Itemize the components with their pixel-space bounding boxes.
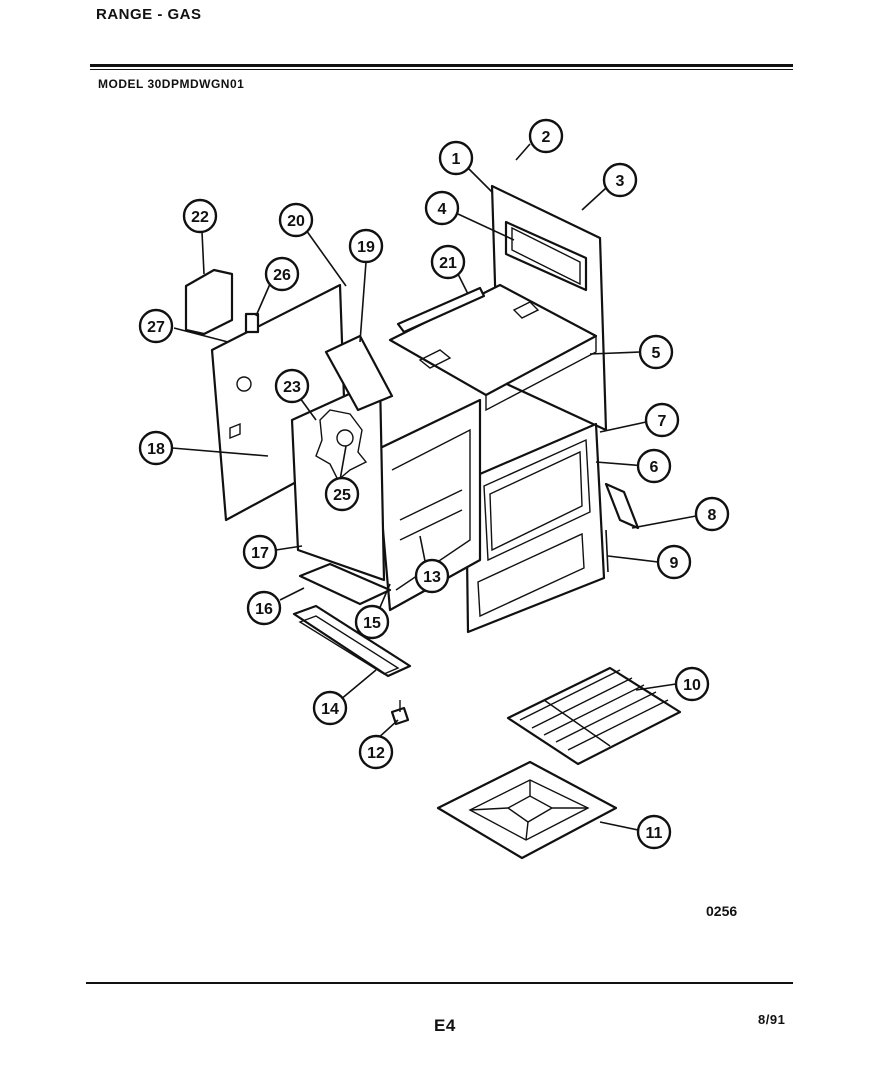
callout-label-22: 22 [191, 209, 209, 226]
callout-15: 15 [354, 604, 390, 640]
callout-label-25: 25 [333, 487, 351, 504]
callout-label-13: 13 [423, 569, 441, 586]
mounting-strip [396, 286, 486, 334]
callout-label-27: 27 [147, 319, 165, 336]
callout-25: 25 [324, 476, 360, 512]
leveling-leg [390, 700, 410, 726]
small-clip [244, 312, 260, 334]
door-hinge [604, 482, 640, 530]
callout-11: 11 [636, 814, 672, 850]
revision-date: 8/91 [758, 1012, 786, 1027]
callout-4: 4 [424, 190, 460, 226]
callout-2: 2 [528, 118, 564, 154]
callout-13: 13 [414, 558, 450, 594]
callout-10: 10 [674, 666, 710, 702]
callout-label-23: 23 [283, 379, 301, 396]
callout-label-6: 6 [650, 459, 659, 476]
oven-liner [374, 398, 482, 612]
oven-front-frame [464, 422, 606, 634]
broiler-pan [436, 760, 618, 860]
callout-19: 19 [348, 228, 384, 264]
diagram-code: 0256 [706, 903, 737, 919]
callout-17: 17 [242, 534, 278, 570]
header-rule-thick [90, 64, 793, 67]
callout-23: 23 [274, 368, 310, 404]
callout-label-7: 7 [658, 413, 667, 430]
callout-label-20: 20 [287, 213, 305, 230]
callout-14: 14 [312, 690, 348, 726]
callout-3: 3 [602, 162, 638, 198]
callout-16: 16 [246, 590, 282, 626]
callout-21: 21 [430, 244, 466, 280]
model-number: MODEL 30DPMDWGN01 [98, 77, 245, 91]
callout-label-3: 3 [616, 173, 625, 190]
hinge-spring [605, 529, 609, 573]
bottom-panel [292, 562, 412, 678]
callout-label-8: 8 [708, 507, 717, 524]
callout-label-15: 15 [363, 615, 381, 632]
callout-label-5: 5 [652, 345, 661, 362]
callout-26: 26 [264, 256, 300, 292]
box-bracket [184, 268, 234, 336]
callout-label-16: 16 [255, 601, 273, 618]
callout-6: 6 [636, 448, 672, 484]
callout-7: 7 [644, 402, 680, 438]
callout-label-17: 17 [251, 545, 269, 562]
callout-9: 9 [656, 544, 692, 580]
callout-label-12: 12 [367, 745, 385, 762]
flue-bracket [324, 334, 394, 412]
callout-label-19: 19 [357, 239, 375, 256]
callout-label-10: 10 [683, 677, 701, 694]
callout-label-11: 11 [646, 825, 663, 842]
oven-rack [506, 666, 682, 766]
page-number: E4 [434, 1016, 456, 1035]
callout-18: 18 [138, 430, 174, 466]
callout-8: 8 [694, 496, 730, 532]
callout-label-2: 2 [542, 129, 551, 146]
callout-label-9: 9 [670, 555, 679, 572]
header-rule-thin [90, 69, 793, 70]
range-type-label: RANGE - GAS [96, 6, 202, 23]
callout-22: 22 [182, 198, 218, 234]
callout-5: 5 [638, 334, 674, 370]
callout-label-4: 4 [438, 201, 447, 218]
footer-rule [86, 982, 793, 984]
callout-20: 20 [278, 202, 314, 238]
callout-12: 12 [358, 734, 394, 770]
callout-label-21: 21 [439, 255, 457, 272]
callout-label-18: 18 [147, 441, 165, 458]
callout-label-1: 1 [452, 151, 461, 168]
callout-1: 1 [438, 140, 474, 176]
callout-27: 27 [138, 308, 174, 344]
callout-label-26: 26 [273, 267, 291, 284]
callout-label-14: 14 [321, 701, 339, 718]
